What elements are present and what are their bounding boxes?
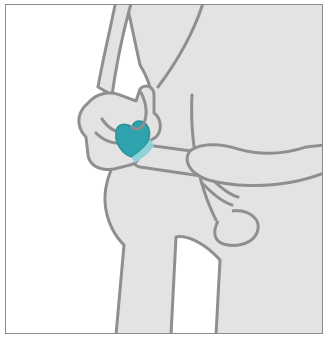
instruction-illustration [6, 5, 323, 334]
arm-icon [98, 5, 132, 95]
illustration-frame [5, 4, 323, 334]
